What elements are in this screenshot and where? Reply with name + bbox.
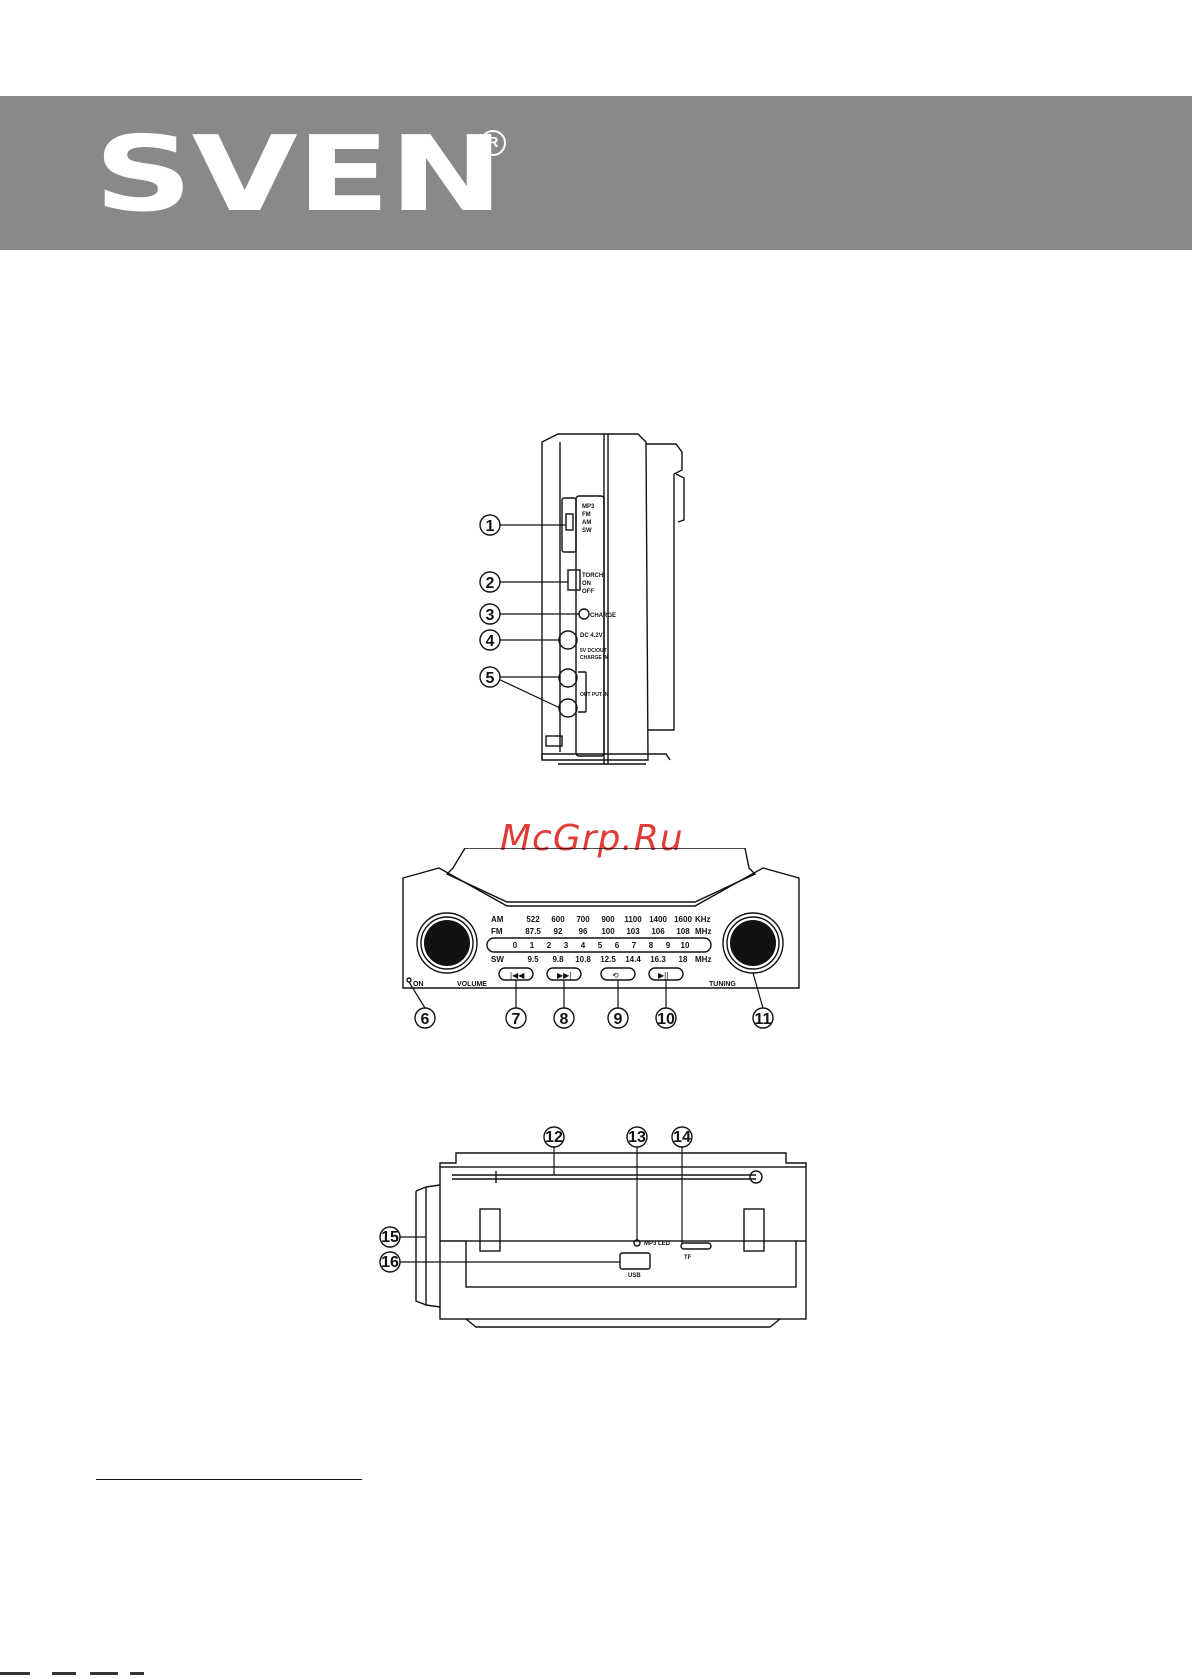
- dial-scale-number: 5: [598, 941, 603, 950]
- fm-band-label: FM: [491, 927, 503, 936]
- am-scale-value: 1600: [674, 915, 692, 924]
- am-band-label: AM: [491, 915, 504, 924]
- dc-out-label: 5V DC/OUT: [580, 648, 607, 654]
- fm-scale-value: 87.5: [525, 927, 541, 936]
- mode-am-label: AM: [582, 520, 591, 526]
- side-view-figure: 1 2 3 4 5 MP3 FM AM SW TORCH ON OFF CHAR…: [470, 430, 740, 770]
- callout-16: 16: [381, 1254, 399, 1271]
- tuning-label: TUNING: [709, 981, 736, 988]
- callout-15: 15: [381, 1229, 399, 1246]
- sw-scale-value: 10.8: [575, 955, 591, 964]
- callout-7: 7: [512, 1011, 521, 1028]
- mode-sw-label: SW: [582, 528, 592, 534]
- fm-scale-value: 108: [676, 927, 690, 936]
- am-scale-value: 1100: [624, 915, 642, 924]
- torch-label: TORCH: [582, 573, 603, 579]
- dial-scale-number: 7: [632, 941, 637, 950]
- am-scale-value: 600: [551, 915, 565, 924]
- fm-scale-value: 106: [651, 927, 665, 936]
- callout-11: 11: [755, 1011, 772, 1028]
- sw-scale-value: 18: [679, 955, 688, 964]
- top-view-figure: MP3 LED TF USB 12 13 14 15 16: [376, 1125, 836, 1330]
- volume-label: VOLUME: [457, 981, 487, 988]
- brand-logo: SVEN R: [94, 122, 506, 226]
- registered-mark: R: [480, 130, 506, 156]
- callout-12: 12: [545, 1129, 563, 1146]
- fm-scale-value: 96: [579, 927, 588, 936]
- fm-scale-value: 103: [626, 927, 640, 936]
- sw-scale-value: 9.5: [527, 955, 539, 964]
- sw-scale-value: 14.4: [625, 955, 641, 964]
- sw-band-label: SW: [491, 955, 504, 964]
- dc-label: DC 4.2V: [580, 633, 603, 639]
- dial-scale-number: 6: [615, 941, 620, 950]
- dial-scale-number: 4: [581, 941, 586, 950]
- footnote-rule: [96, 1479, 362, 1480]
- sw-unit-label: MHz: [695, 955, 711, 964]
- charge-label: CHARGE: [590, 613, 616, 619]
- dial-scale-number: 1: [530, 941, 535, 950]
- brand-name: SVEN: [94, 113, 504, 235]
- output-label: OUT PUT IN: [580, 692, 609, 698]
- am-unit-label: KHz: [695, 915, 711, 924]
- callout-4: 4: [486, 633, 495, 650]
- callout-3: 3: [486, 607, 495, 624]
- callout-1: 1: [486, 518, 495, 535]
- dial-scale-number: 3: [564, 941, 569, 950]
- dial-scale-number: 8: [649, 941, 654, 950]
- callout-10: 10: [657, 1011, 675, 1028]
- mp3-led-label: MP3 LED: [644, 1241, 671, 1247]
- mode-fm-label: FM: [582, 512, 591, 518]
- charge-in-label: CHARGE IN: [580, 655, 608, 661]
- fm-scale-value: 100: [601, 927, 615, 936]
- callout-13: 13: [628, 1129, 646, 1146]
- play-pause-icon: ▶||: [658, 971, 668, 980]
- dial-scale-number: 10: [681, 941, 690, 950]
- fm-scale-value: 92: [554, 927, 563, 936]
- am-scale-value: 522: [526, 915, 540, 924]
- sw-scale-value: 12.5: [600, 955, 616, 964]
- am-scale-value: 700: [576, 915, 590, 924]
- repeat-icon: ⟲: [612, 971, 619, 980]
- previous-track-icon: |◀◀: [510, 971, 525, 980]
- sw-scale-value: 16.3: [650, 955, 666, 964]
- callout-14: 14: [673, 1129, 691, 1146]
- dial-scale-number: 2: [547, 941, 552, 950]
- callout-6: 6: [421, 1011, 430, 1028]
- dial-scale-number: 9: [666, 941, 671, 950]
- on-label: ON: [413, 981, 424, 988]
- footer-marks: [0, 1670, 170, 1679]
- watermark: McGrp.Ru: [500, 818, 684, 859]
- callout-2: 2: [486, 575, 495, 592]
- callout-8: 8: [560, 1011, 569, 1028]
- mode-mp3-label: MP3: [582, 504, 595, 510]
- torch-off-label: OFF: [582, 589, 594, 595]
- callout-9: 9: [614, 1011, 623, 1028]
- sw-scale-value: 9.8: [552, 955, 564, 964]
- torch-on-label: ON: [582, 581, 591, 587]
- am-scale-value: 1400: [649, 915, 667, 924]
- usb-label: USB: [628, 1273, 641, 1279]
- dial-scale-number: 0: [513, 941, 518, 950]
- fm-unit-label: MHz: [695, 927, 711, 936]
- next-track-icon: ▶▶|: [557, 971, 571, 980]
- callout-5: 5: [486, 670, 495, 687]
- am-scale-value: 900: [601, 915, 615, 924]
- header-banner: [0, 96, 1192, 250]
- tf-label: TF: [684, 1255, 692, 1261]
